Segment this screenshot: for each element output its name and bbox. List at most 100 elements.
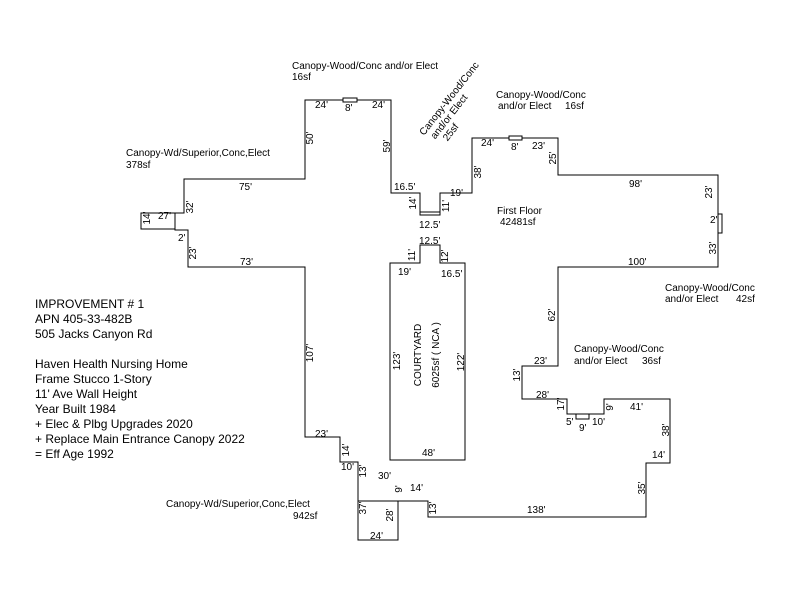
dimension-label: 62': [547, 308, 558, 321]
dimension-label: 75': [239, 182, 252, 193]
dimension-label: 13': [358, 464, 369, 477]
dimension-label: 107': [305, 344, 316, 363]
dimension-label: 23': [532, 141, 545, 152]
dimension-label: 59': [382, 139, 393, 152]
dimension-label: 98': [629, 179, 642, 190]
info-line: = Eff Age 1992: [35, 447, 114, 461]
dimension-label: 30': [378, 471, 391, 482]
dimension-label: 138': [527, 505, 546, 516]
dimension-label: 27': [158, 211, 171, 222]
dimension-label: 23': [188, 246, 199, 259]
dimension-label: 48': [422, 448, 435, 459]
dimension-label: 23': [534, 356, 547, 367]
dimension-label: 28': [385, 508, 396, 521]
canopy-marker-diagonal: [419, 211, 441, 216]
canopy-label: Canopy-Wd/Superior,Conc,Elect: [166, 499, 310, 510]
dimension-label: 24': [372, 100, 385, 111]
dimension-label: 10': [341, 462, 354, 473]
dimension-label: 5': [566, 417, 574, 428]
dimension-label: 14': [408, 196, 419, 209]
dimension-label: 25': [548, 151, 559, 164]
canopy-label: 378sf: [126, 160, 151, 171]
courtyard-outline: [389, 244, 466, 461]
dimension-label: 37': [358, 501, 369, 514]
dimension-label: 33': [708, 241, 719, 254]
canopy-label: and/or Elect: [498, 101, 552, 112]
canopy-label: 36sf: [642, 356, 661, 367]
dimension-label: 38': [661, 423, 672, 436]
dimension-label: 9': [605, 403, 616, 411]
canopy-marker-left: [140, 212, 176, 230]
dimension-label: 12': [440, 249, 451, 262]
canopy-label: 942sf: [293, 511, 318, 522]
info-line: Year Built 1984: [35, 402, 116, 416]
dimension-label: 11': [441, 200, 452, 212]
canopy-label: Canopy-Wood/Conc: [665, 283, 755, 294]
dimension-label: 13': [512, 368, 523, 381]
canopy-label: Canopy-Wd/Superior,Conc,Elect: [126, 148, 270, 159]
first-floor-label: First Floor: [497, 206, 543, 217]
courtyard-size: 6025sf ( NCA ): [431, 322, 442, 388]
dimension-label: 19': [450, 188, 463, 199]
canopy-label: and/or Elect: [665, 294, 719, 305]
canopy-marker-bottom: [357, 500, 399, 541]
info-line: Haven Health Nursing Home: [35, 357, 188, 371]
dimension-label: 23': [315, 429, 328, 440]
info-line: Frame Stucco 1-Story: [35, 372, 152, 386]
dimension-label: 9': [579, 423, 587, 434]
dimension-label: 41': [630, 402, 643, 413]
dimension-label: 50': [305, 131, 316, 144]
dimension-label: 32': [185, 200, 196, 213]
dimension-label: 14': [410, 483, 423, 494]
info-line: + Replace Main Entrance Canopy 2022: [35, 432, 245, 446]
improvement-info: IMPROVEMENT # 1 APN 405-33-482B 505 Jack…: [35, 297, 245, 461]
info-line: APN 405-33-482B: [35, 312, 132, 326]
dimension-label: 19': [398, 267, 411, 278]
canopy-label: 16sf: [292, 72, 311, 83]
dimension-label: 16.5': [394, 182, 415, 193]
dimension-label: 12.5': [419, 236, 440, 247]
canopy-marker-lower-right: [575, 413, 590, 420]
dimension-label: 24': [481, 138, 494, 149]
dimension-label: 24': [370, 531, 383, 542]
dimension-label: 11': [407, 249, 418, 261]
info-line: + Elec & Plbg Upgrades 2020: [35, 417, 193, 431]
info-line: 505 Jacks Canyon Rd: [35, 327, 152, 341]
dimension-label: 23': [704, 185, 715, 198]
dimension-label: 38': [473, 165, 484, 178]
dimension-label: 14': [652, 450, 665, 461]
dimension-label: 14': [142, 211, 153, 224]
info-line: 11' Ave Wall Height: [35, 387, 138, 401]
dimension-label: 28': [536, 390, 549, 401]
first-floor-size: 42481sf: [500, 217, 536, 228]
dimension-label: 122': [456, 353, 467, 372]
info-line: IMPROVEMENT # 1: [35, 297, 144, 311]
dimension-label: 24': [315, 100, 328, 111]
dimension-label: 13': [428, 501, 439, 514]
dimension-label: 14': [341, 443, 352, 456]
dimension-label: 73': [240, 257, 253, 268]
dimension-label: 8': [345, 103, 353, 114]
canopy-marker-top-center: [342, 97, 358, 103]
courtyard-label: COURTYARD: [413, 324, 424, 386]
canopy-label: Canopy-Wood/Conc and/or Elect: [292, 61, 438, 72]
dimension-label: 9': [394, 485, 405, 493]
dimension-label: 10': [592, 417, 605, 428]
dimension-label: 12.5': [419, 220, 440, 231]
dimension-label: 123': [392, 352, 403, 371]
canopy-label: Canopy-Wood/Conc: [574, 344, 664, 355]
canopy-label: and/or Elect: [574, 356, 628, 367]
canopy-marker-top-right: [508, 135, 523, 141]
dimension-label: 35': [637, 481, 648, 494]
dimension-label: 8': [511, 142, 519, 153]
dimension-label: 17': [556, 397, 567, 410]
canopy-label: Canopy-Wood/Conc: [496, 90, 586, 101]
dimension-label: 16.5': [441, 269, 462, 280]
building-outline: [140, 99, 719, 541]
dimension-label: 2': [710, 215, 718, 226]
dimension-label: 100': [628, 257, 647, 268]
canopy-marker-right: [717, 213, 723, 234]
canopy-label: 42sf: [736, 294, 755, 305]
canopy-label: 16sf: [565, 101, 584, 112]
